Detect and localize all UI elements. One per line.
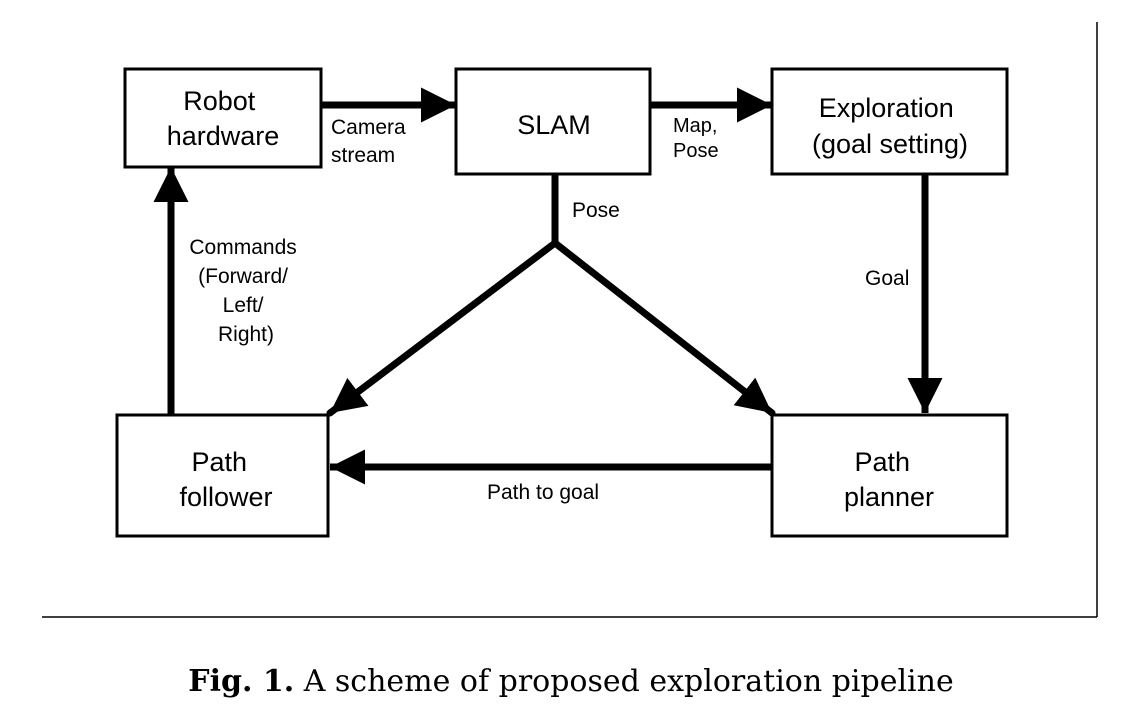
figure-number: Fig. 1. — [188, 664, 295, 699]
arrow-pose-to-planner — [551, 239, 776, 417]
node-robot-hardware — [123, 67, 323, 169]
edge-label-camera-stream: Camera stream — [331, 116, 412, 167]
edge-label-commands: Commands (Forward/ Left/ Right) — [189, 236, 302, 346]
node-exploration-label: Exploration (goal setting) — [812, 93, 968, 159]
node-path-follower — [115, 413, 330, 538]
node-path-planner — [770, 413, 1009, 538]
edge-label-pose: Pose — [572, 199, 620, 222]
figure-caption: Fig. 1. A scheme of proposed exploration… — [0, 664, 1142, 699]
node-path-planner-label: Path planner — [844, 447, 934, 512]
node-slam — [454, 67, 652, 176]
node-slam-label: SLAM — [517, 110, 591, 140]
edge-label-goal: Goal — [865, 267, 909, 290]
node-robot-hardware-label: Robot hardware — [167, 86, 280, 151]
node-path-follower-label: Path follower — [179, 447, 272, 512]
edge-label-map-pose: Map, Pose — [673, 115, 723, 162]
edge-label-path-to-goal: Path to goal — [487, 481, 599, 504]
figure-caption-text: A scheme of proposed exploration pipelin… — [303, 664, 954, 699]
arrow-pose-to-follower — [326, 239, 559, 417]
node-exploration — [770, 67, 1009, 176]
